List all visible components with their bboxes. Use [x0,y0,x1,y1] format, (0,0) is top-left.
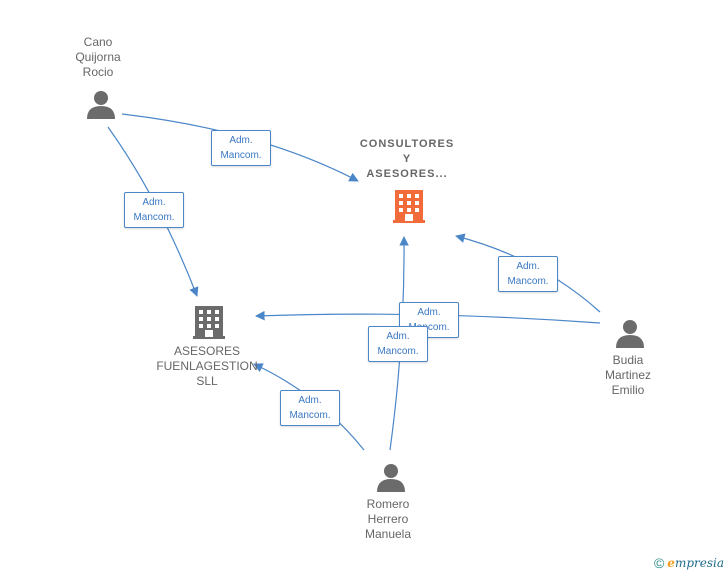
person-label-cano[interactable]: Cano Quijorna Rocio [75,35,121,79]
person-label-budia[interactable]: Budia Martinez Emilio [604,353,651,397]
building-icon-asesores[interactable] [193,306,225,339]
edge-label-romero-consultores: Adm. Mancom. [368,326,428,362]
person-label-romero[interactable]: Romero Herrero Manuela [364,497,412,541]
building-icon-consultores[interactable] [393,190,425,223]
company-label-asesores[interactable]: ASESORES FUENLAGESTION SLL [156,344,258,388]
person-icon-budia[interactable] [616,320,644,348]
company-label-consultores[interactable]: CONSULTORES Y ASESORES... [359,138,455,180]
copyright-icon: © [653,555,665,571]
empresia-logo: empresia [667,556,724,570]
footer-brand: © empresia [654,555,724,571]
edge-label-budia-consultores: Adm. Mancom. [498,256,558,292]
edge-label-romero-asesores: Adm. Mancom. [280,390,340,426]
edge-label-cano-consultores: Adm. Mancom. [211,130,271,166]
edge-label-cano-asesores: Adm. Mancom. [124,192,184,228]
person-icon-cano[interactable] [87,91,115,119]
person-icon-romero[interactable] [377,464,405,492]
